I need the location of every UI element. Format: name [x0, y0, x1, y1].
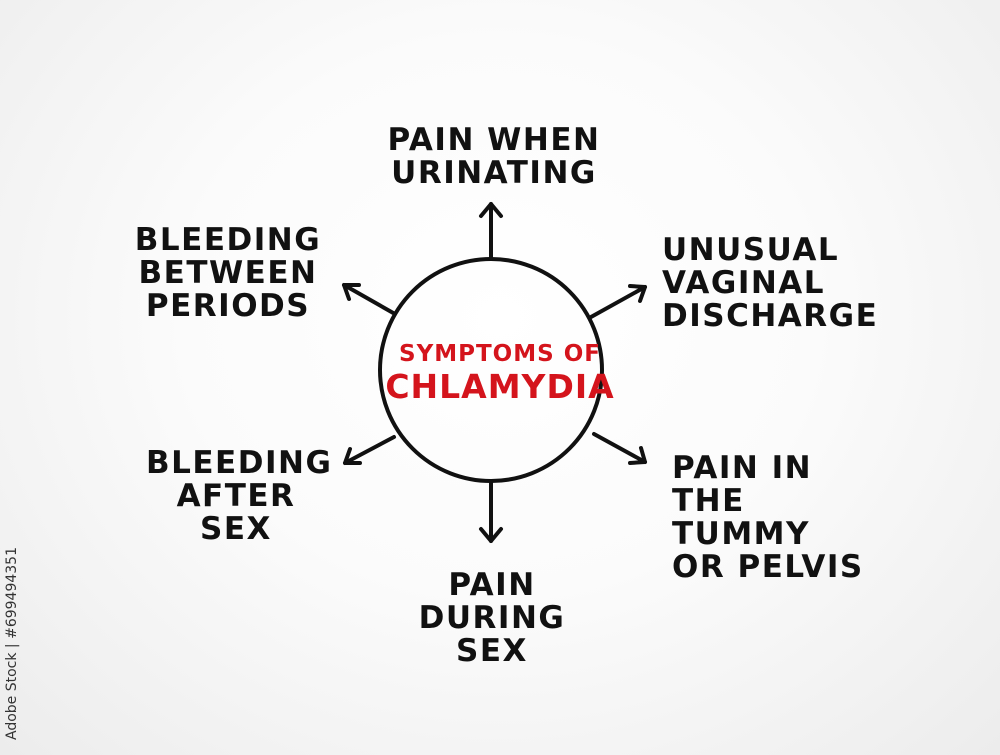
arrow-bottom	[479, 479, 503, 543]
stock-id-watermark: Adobe Stock | #699494351	[4, 547, 20, 740]
center-title: SYMPTOMS OF CHLAMYDIA	[380, 340, 620, 406]
center-title-line2: CHLAMYDIA	[385, 367, 615, 406]
symptom-lower-left: BLEEDING AFTER SEX	[146, 445, 333, 547]
arrow-upper-right	[589, 284, 647, 319]
arrow-top	[479, 202, 503, 261]
center-title-line1: SYMPTOMS OF	[399, 341, 601, 367]
arrow-upper-left	[342, 283, 397, 316]
symptom-lower-right: PAIN IN THE TUMMY OR PELVIS	[672, 450, 864, 585]
symptom-upper-right: UNUSUAL VAGINAL DISCHARGE	[662, 232, 879, 334]
arrow-lower-left	[343, 435, 396, 465]
symptom-upper-left: BLEEDING BETWEEN PERIODS	[134, 222, 322, 324]
symptom-bottom: PAIN DURING SEX	[418, 567, 566, 669]
symptom-top: PAIN WHEN URINATING	[387, 122, 601, 191]
arrow-lower-right	[592, 432, 647, 465]
